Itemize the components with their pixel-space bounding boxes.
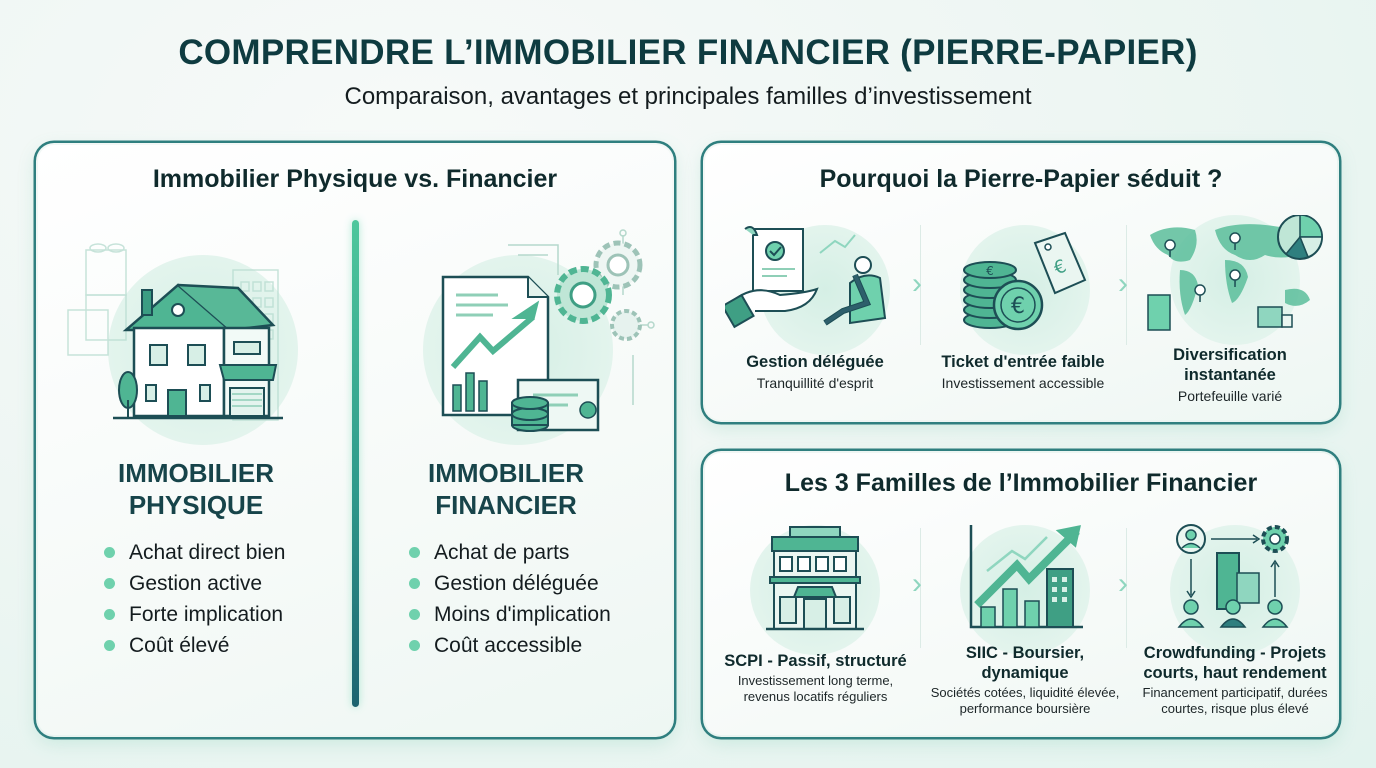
feature-title: Diversification instantanée [1173, 346, 1287, 384]
bullet-dot-icon [104, 547, 115, 558]
stock-chart-building-icon [969, 525, 1083, 629]
physique-bullet-list: Achat direct bien Gestion active Forte i… [104, 537, 285, 661]
feature-ticket-entree: Ticket d'entrée faible Investissement ac… [923, 352, 1123, 392]
financier-title-line2: FINANCIER [435, 490, 577, 520]
chevron-right-icon: › [912, 267, 922, 300]
families-panel: Les 3 Familles de l’Immobilier Financier… [703, 451, 1339, 737]
bullet-text: Moins d'implication [434, 603, 611, 626]
svg-text:€: € [1011, 294, 1025, 319]
family-title: SIIC - Boursier, dynamique [965, 644, 1085, 682]
relaxing-person-contract-icon [725, 226, 887, 329]
separator [920, 528, 921, 648]
family-crowdfunding: Crowdfunding - Projets courts, haut rend… [1130, 643, 1340, 717]
family-title: SCPI - Passif, structuré [724, 652, 907, 670]
financier-title-line1: IMMOBILIER [428, 458, 584, 488]
bullet-dot-icon [409, 640, 420, 651]
family-subtitle: Financement participatif, durées courtes… [1142, 685, 1328, 716]
list-item: Forte implication [104, 599, 285, 630]
bullet-text: Gestion active [129, 572, 263, 595]
list-item: Coût accessible [409, 630, 611, 661]
chevron-right-icon: › [1118, 567, 1128, 600]
feature-title: Gestion déléguée [746, 353, 884, 371]
chevron-right-icon: › [912, 567, 922, 600]
feature-subtitle: Portefeuille varié [1177, 388, 1283, 404]
bullet-text: Coût accessible [434, 634, 583, 657]
physique-title-line2: PHYSIQUE [128, 490, 264, 520]
bullet-dot-icon [409, 547, 420, 558]
bullet-text: Achat de parts [434, 541, 570, 564]
world-map-pie-icon [1147, 215, 1323, 331]
chevron-right-icon: › [1118, 267, 1128, 300]
physique-title: IMMOBILIER PHYSIQUE [46, 457, 346, 521]
family-siic: SIIC - Boursier, dynamique Sociétés coté… [920, 643, 1130, 717]
page-title: COMPRENDRE L’IMMOBILIER FINANCIER (PIERR… [178, 33, 1198, 72]
physique-title-line1: IMMOBILIER [118, 458, 274, 488]
feature-subtitle: Tranquillité d'esprit [756, 375, 874, 391]
bullet-dot-icon [104, 640, 115, 651]
why-panel: Pourquoi la Pierre-Papier séduit ? › › G… [703, 143, 1339, 422]
list-item: Coût élevé [104, 630, 285, 661]
building-storefront-icon [766, 526, 864, 631]
feature-title: Ticket d'entrée faible [941, 353, 1105, 371]
list-item: Gestion active [104, 568, 285, 599]
feature-diversification: Diversification instantanée Portefeuille… [1130, 345, 1330, 405]
feature-subtitle: Investissement accessible [941, 375, 1105, 391]
comparison-panel: Immobilier Physique vs. Financier [36, 143, 674, 737]
bullet-text: Forte implication [129, 603, 284, 626]
bullet-text: Achat direct bien [129, 541, 286, 564]
separator [1126, 528, 1127, 648]
family-subtitle: Investissement long terme, revenus locat… [737, 673, 894, 704]
bullet-dot-icon [104, 609, 115, 620]
list-item: Achat direct bien [104, 537, 285, 568]
why-title: Pourquoi la Pierre-Papier séduit ? [819, 165, 1223, 193]
list-item: Gestion déléguée [409, 568, 611, 599]
euro-coins-tag-icon: € € € [963, 231, 1087, 331]
bullet-text: Coût élevé [129, 634, 230, 657]
vertical-divider [352, 220, 359, 707]
bullet-dot-icon [104, 578, 115, 589]
financial-document-chart-icon [441, 229, 655, 432]
family-scpi: SCPI - Passif, structuré Investissement … [713, 651, 918, 705]
list-item: Achat de parts [409, 537, 611, 568]
family-subtitle: Sociétés cotées, liquidité élevée, perfo… [930, 685, 1120, 716]
feature-gestion-deleguee: Gestion déléguée Tranquillité d'esprit [715, 352, 915, 392]
svg-text:€: € [986, 264, 994, 278]
page-subtitle: Comparaison, avantages et principales fa… [344, 83, 1032, 110]
list-item: Moins d'implication [409, 599, 611, 630]
families-title: Les 3 Familles de l’Immobilier Financier [784, 469, 1258, 497]
crowdfunding-network-icon [1176, 524, 1289, 628]
financier-bullet-list: Achat de parts Gestion déléguée Moins d'… [409, 537, 611, 661]
family-title: Crowdfunding - Projets courts, haut rend… [1143, 644, 1327, 682]
separator [1126, 225, 1127, 345]
header: COMPRENDRE L’IMMOBILIER FINANCIER (PIERR… [0, 30, 1376, 112]
bullet-dot-icon [409, 578, 420, 589]
financier-title: IMMOBILIER FINANCIER [356, 457, 656, 521]
comparison-title: Immobilier Physique vs. Financier [152, 165, 558, 193]
bullet-dot-icon [409, 609, 420, 620]
house-icon [67, 243, 283, 421]
bullet-text: Gestion déléguée [434, 572, 599, 595]
separator [920, 225, 921, 345]
